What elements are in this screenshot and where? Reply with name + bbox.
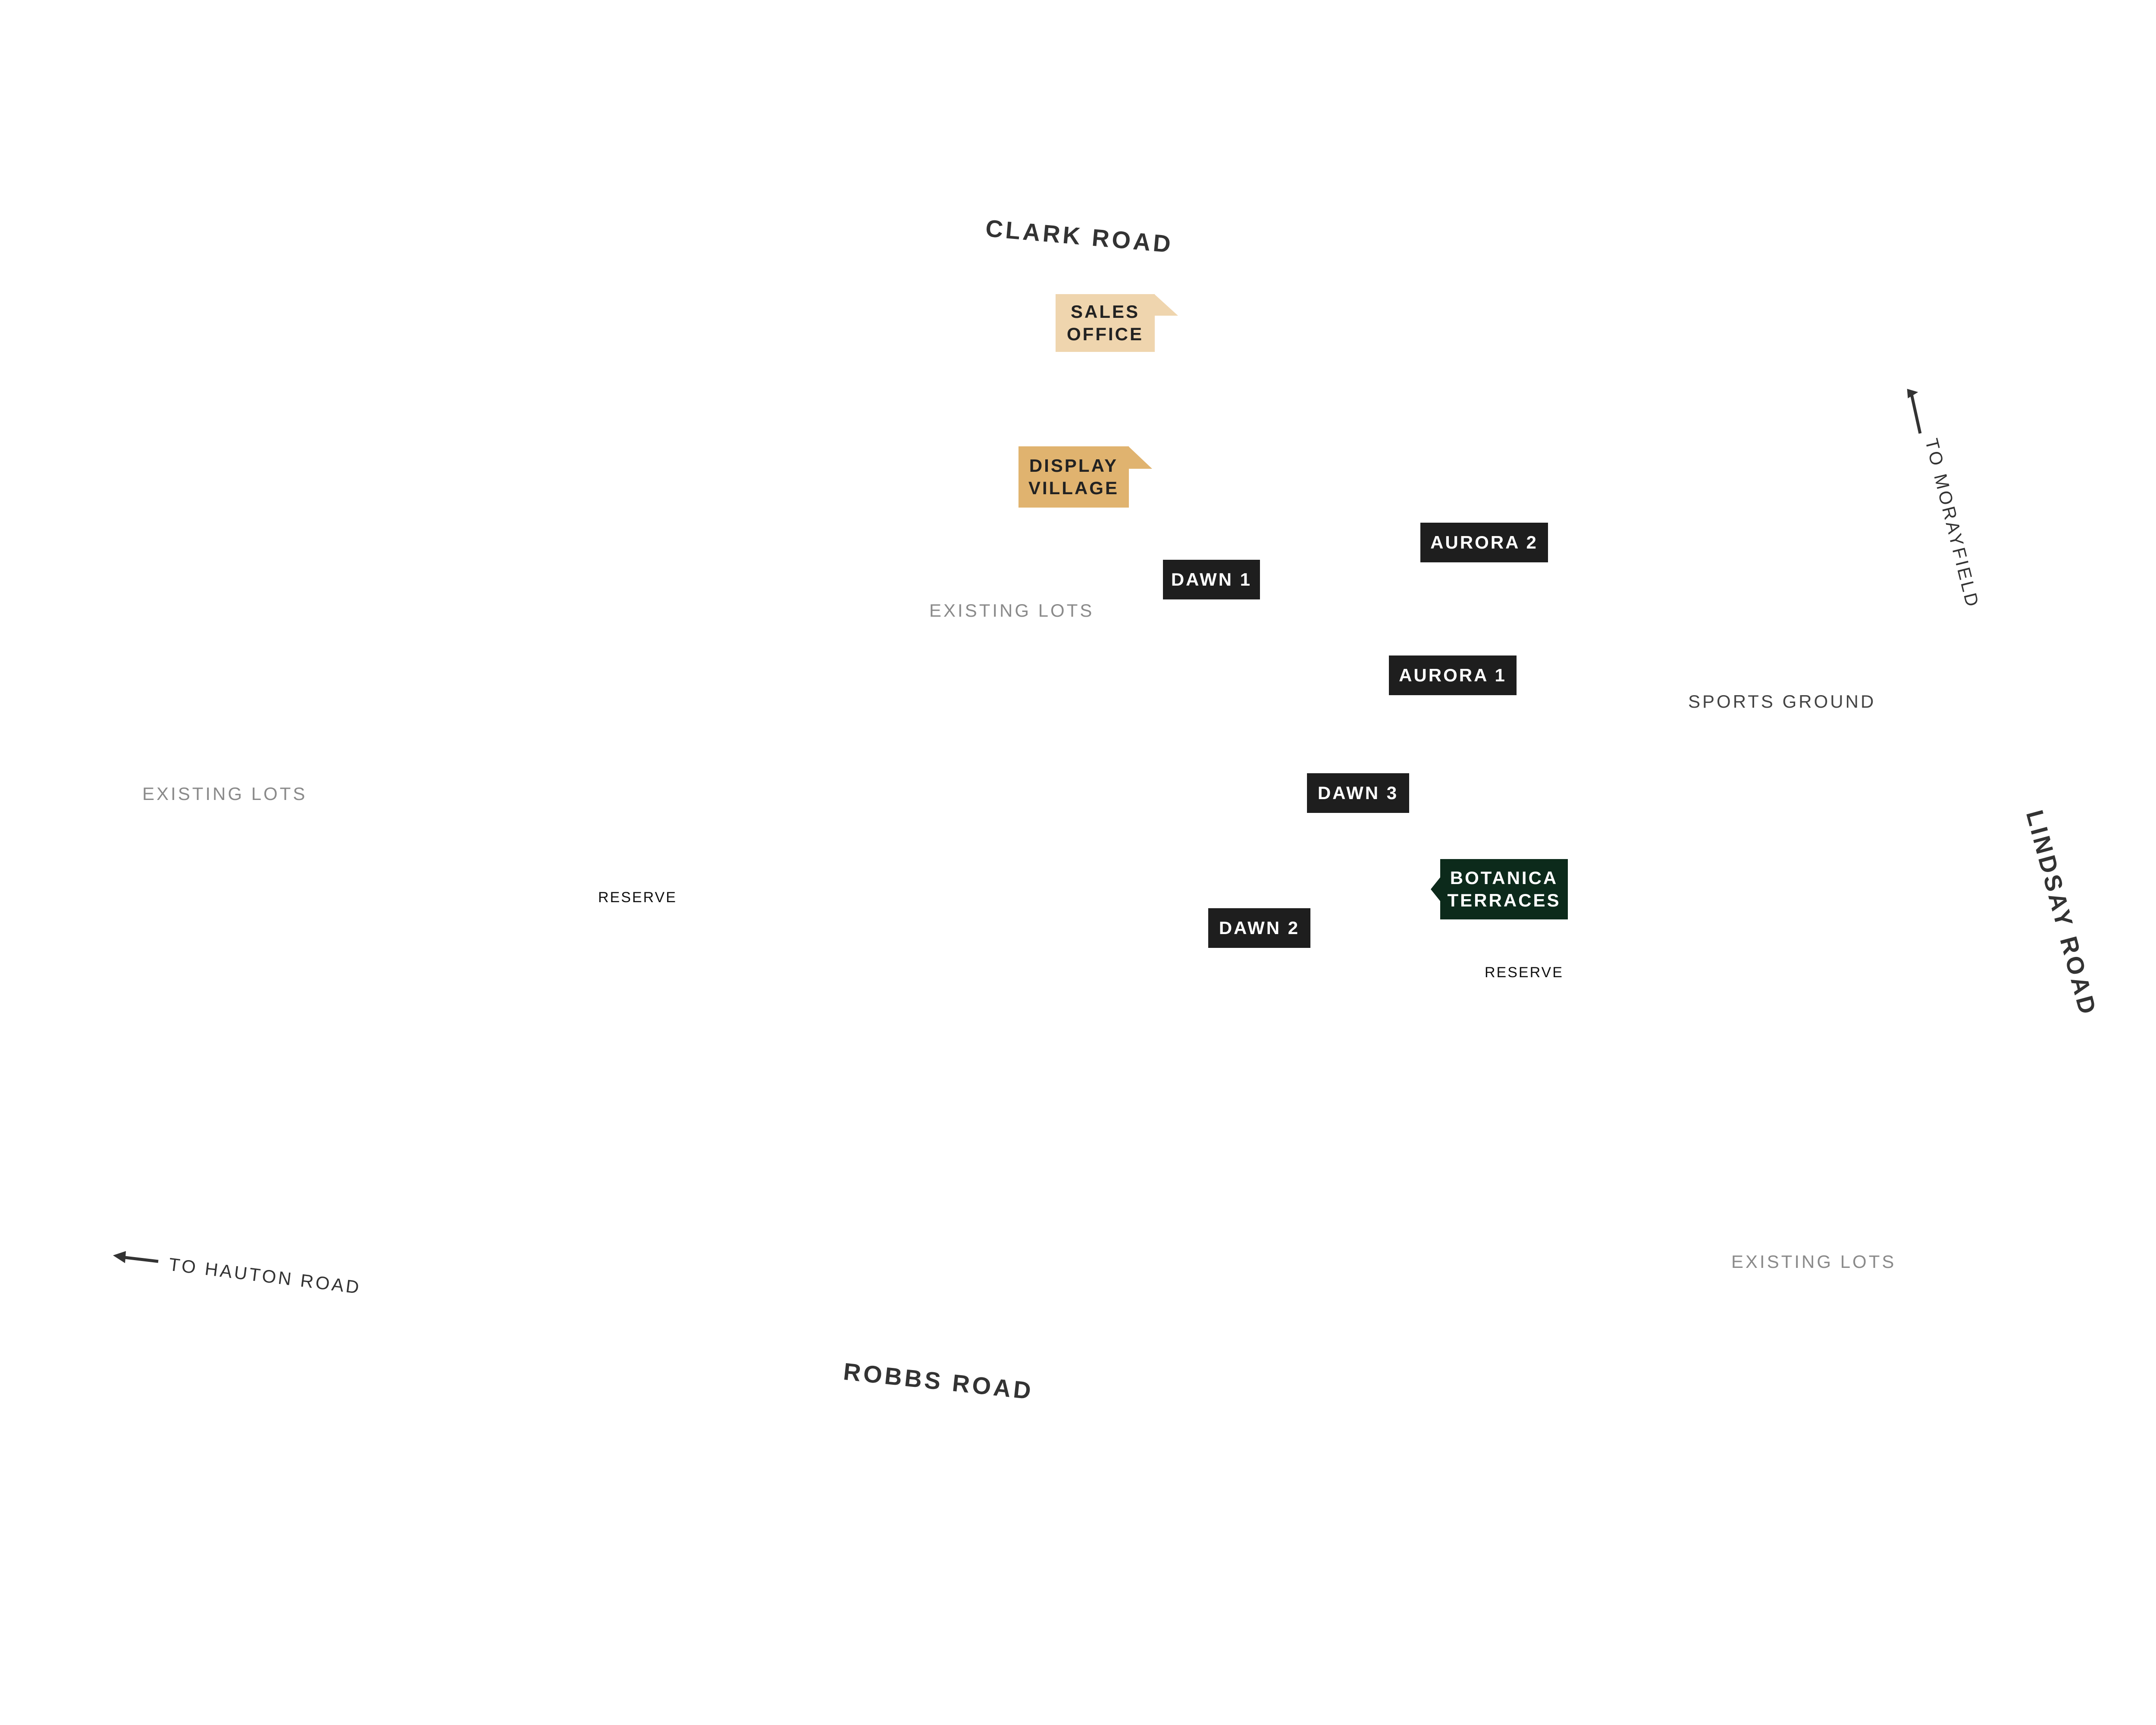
botanica-line1: BOTANICA [1450,868,1558,888]
direction-label-morayfield: TO MORAYFIELD [1921,436,1984,611]
stage-marker-aurora-1[interactable]: AURORA 1 [1389,656,1517,695]
road-label-clark: CLARK ROAD [984,214,1175,258]
stage-marker-aurora-2[interactable]: AURORA 2 [1420,523,1548,562]
botanica-pointer [1431,876,1441,902]
botanica-line2: TERRACES [1447,890,1561,910]
stage-marker-dawn-2[interactable]: DAWN 2 [1208,908,1310,948]
sales-office-flag-shape [1154,294,1178,316]
display-village-line1: DISPLAY [1029,455,1119,476]
area-label-existing-lots-west: EXISTING LOTS [142,784,307,804]
area-label-reserve-west: RESERVE [598,889,677,906]
area-label-existing-lots-southeast: EXISTING LOTS [1731,1251,1896,1272]
display-village-marker[interactable]: DISPLAY VILLAGE [1018,446,1129,508]
sales-office-line2: OFFICE [1067,324,1144,344]
arrow-up-icon [1907,389,1922,434]
sales-office-marker[interactable]: SALES OFFICE [1056,294,1155,352]
road-label-robbs: ROBBS ROAD [842,1358,1035,1405]
display-village-line2: VILLAGE [1028,478,1119,498]
road-label-lindsay: LINDSAY ROAD [2021,807,2103,1019]
arrow-left-icon [113,1251,159,1263]
display-village-flag-tip [1128,446,1152,469]
area-label-sports-ground: SPORTS GROUND [1688,691,1876,712]
area-label-reserve-east: RESERVE [1485,964,1564,981]
sales-office-line1: SALES [1070,301,1140,322]
stage-marker-dawn-1[interactable]: DAWN 1 [1163,560,1260,599]
direction-label-hauton: TO HAUTON ROAD [167,1254,363,1298]
stage-marker-dawn-3[interactable]: DAWN 3 [1307,773,1409,813]
area-label-existing-lots-center: EXISTING LOTS [929,600,1094,621]
botanica-terraces-marker[interactable]: BOTANICA TERRACES [1440,859,1568,919]
